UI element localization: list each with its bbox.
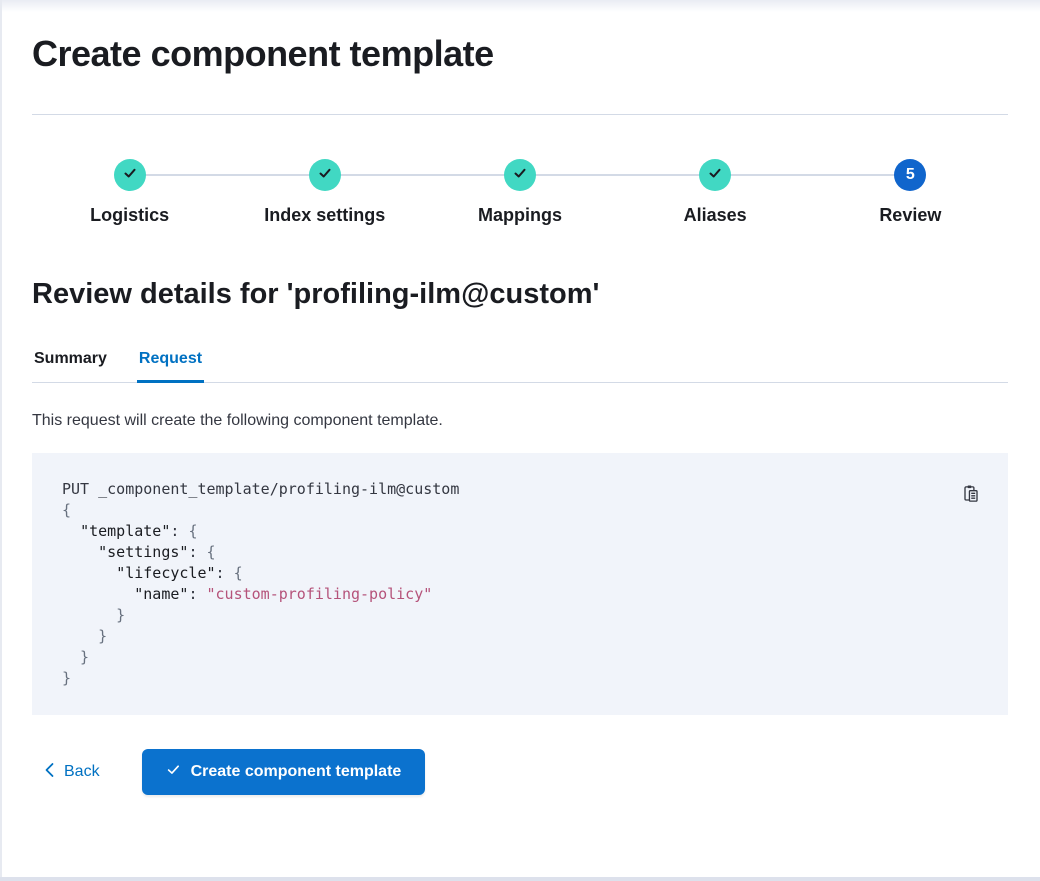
tab-summary[interactable]: Summary (34, 350, 107, 367)
create-component-template-button[interactable]: Create component template (141, 749, 426, 795)
back-label: Back (64, 763, 100, 780)
step-circle-complete[interactable] (699, 159, 732, 191)
copy-icon[interactable] (960, 483, 982, 505)
step-label: Review (879, 205, 942, 225)
step-index-settings[interactable]: Index settings (227, 159, 422, 226)
step-circle-complete[interactable] (503, 159, 536, 191)
tab-request[interactable]: Request (136, 350, 205, 383)
step-label: Aliases (683, 205, 747, 225)
check-icon (512, 165, 528, 186)
request-description: This request will create the following c… (32, 412, 443, 429)
step-number: 5 (905, 166, 915, 183)
step-circle-complete[interactable] (308, 159, 341, 191)
chevron-left-icon (44, 762, 55, 783)
check-icon (317, 165, 333, 186)
step-progress-bar: Logistics Index settings Mappings (32, 159, 1008, 226)
step-label: Mappings (477, 205, 562, 225)
review-tabs: Summary Request (32, 350, 1008, 383)
step-label: Index settings (264, 205, 386, 225)
step-label: Logistics (90, 205, 170, 225)
step-logistics[interactable]: Logistics (32, 159, 227, 226)
page-top-shadow (0, 0, 1040, 12)
title-divider (32, 114, 1008, 115)
review-heading: Review details for 'profiling-ilm@custom… (32, 278, 600, 310)
back-button[interactable]: Back (44, 762, 100, 783)
step-circle-current[interactable]: 5 (894, 159, 927, 191)
check-icon (166, 762, 181, 782)
check-icon (707, 165, 723, 186)
step-aliases[interactable]: Aliases (618, 159, 813, 226)
page-title: Create component template (32, 33, 494, 74)
step-circle-complete[interactable] (113, 159, 146, 191)
request-code-block: PUT _component_template/profiling-ilm@cu… (32, 453, 1008, 715)
check-icon (122, 165, 138, 186)
page-bottom-border (0, 877, 1040, 881)
request-code: PUT _component_template/profiling-ilm@cu… (62, 480, 460, 687)
step-mappings[interactable]: Mappings (422, 159, 617, 226)
submit-label: Create component template (190, 763, 402, 780)
create-component-template-page: Create component template Logistics Inde… (0, 32, 1040, 795)
wizard-footer: Back Create component template (32, 749, 1008, 795)
step-review[interactable]: 5 Review (813, 159, 1008, 226)
